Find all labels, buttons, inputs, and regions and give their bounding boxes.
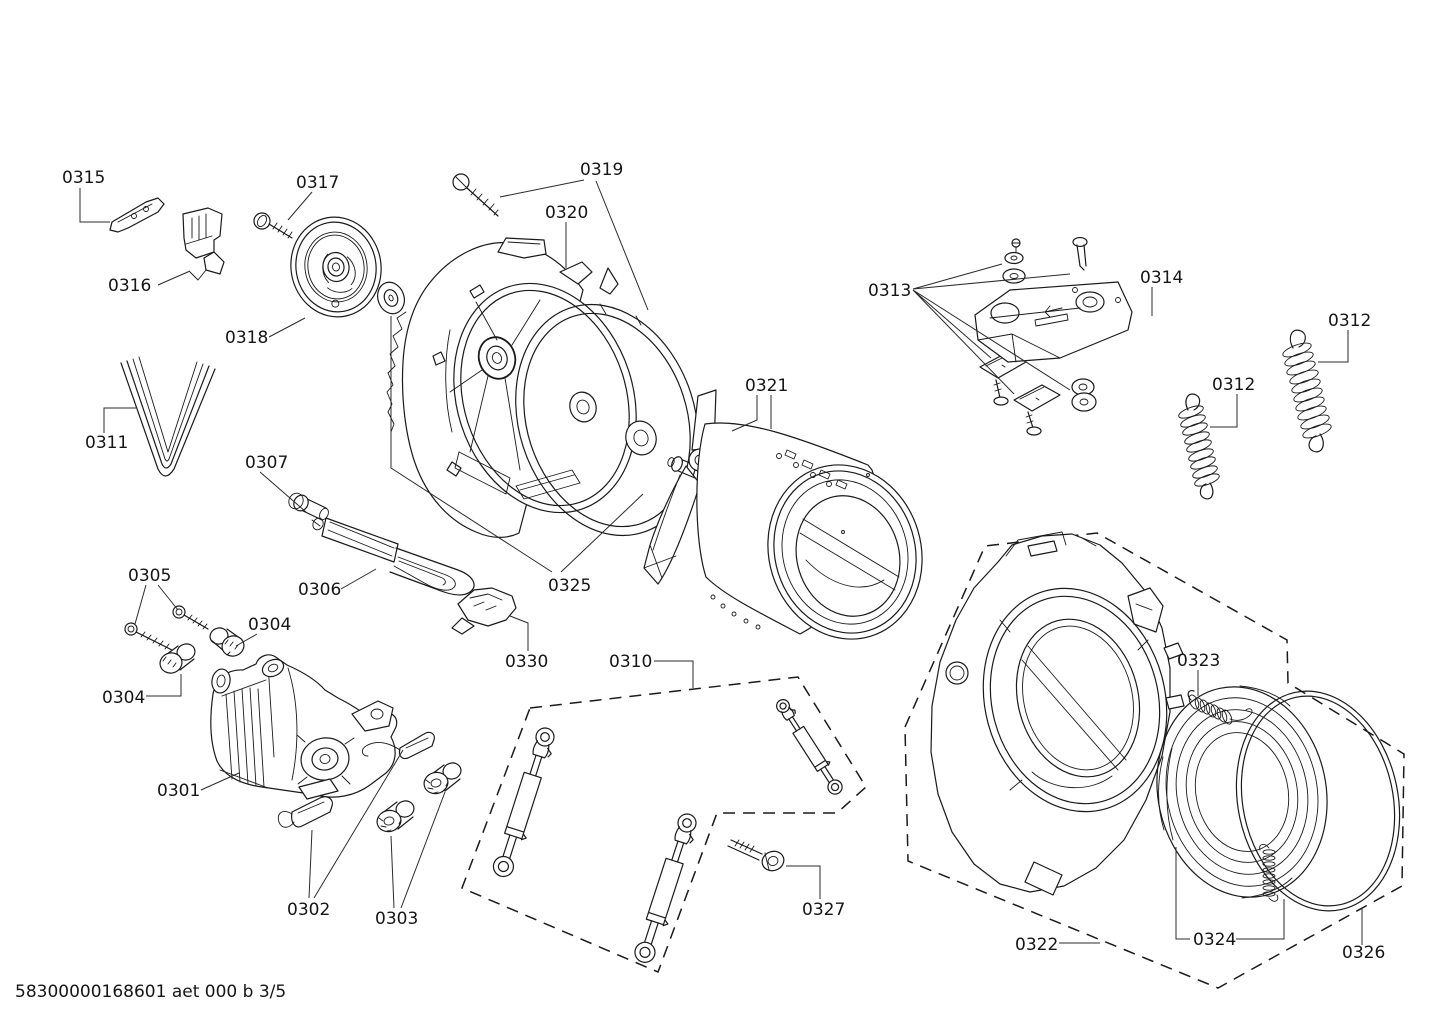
part-label-0324: 0324 xyxy=(1193,930,1236,950)
shock-absorber-right xyxy=(773,695,847,798)
bearing-seal-ring xyxy=(377,281,405,315)
part-0305-screws xyxy=(124,605,209,651)
leader-0306 xyxy=(340,568,377,590)
shock-absorber-left xyxy=(490,724,561,881)
drum-perforations xyxy=(710,449,870,630)
leader-0303 xyxy=(390,791,446,909)
leader-0313 xyxy=(912,263,1071,395)
group-0310-outline xyxy=(461,676,867,973)
part-0307-pin xyxy=(288,492,329,521)
leader-0324 xyxy=(1175,847,1285,940)
part-label-0307: 0307 xyxy=(245,453,288,473)
part-label-0301: 0301 xyxy=(157,781,200,801)
part-0324-door-gasket xyxy=(1156,685,1328,902)
leader-0317 xyxy=(287,191,313,221)
leader-0316 xyxy=(157,270,191,286)
part-label-0313: 0313 xyxy=(868,281,911,301)
leader-0311 xyxy=(103,407,136,433)
leader-0312-right xyxy=(1318,330,1349,363)
part-label-0321: 0321 xyxy=(745,376,788,396)
document-code: 58300000168601 aet 000 b 3/5 xyxy=(15,982,286,1002)
leader-lines xyxy=(79,179,1363,945)
part-0302-connectors xyxy=(277,731,435,828)
part-label-0305: 0305 xyxy=(128,566,171,586)
leader-0327 xyxy=(786,865,821,899)
part-label-0310: 0310 xyxy=(609,652,652,672)
part-label-0319: 0319 xyxy=(580,160,623,180)
part-0316-latch xyxy=(182,207,225,281)
part-label-0306: 0306 xyxy=(298,580,341,600)
part-0323-spring xyxy=(1187,690,1253,725)
part-0312-spring-right xyxy=(1282,329,1332,453)
leader-0305 xyxy=(134,584,179,625)
part-0312-spring-left xyxy=(1178,393,1220,500)
part-0315-mount-bracket xyxy=(109,197,165,233)
leader-0325 xyxy=(390,316,644,573)
part-number-labels: 0315 0317 0316 0318 0319 0320 0311 0307 … xyxy=(62,160,1385,963)
part-0311-drive-belt xyxy=(120,356,216,477)
part-label-0311: 0311 xyxy=(85,433,128,453)
part-label-0317: 0317 xyxy=(296,173,339,193)
part-label-0330: 0330 xyxy=(505,652,548,672)
leader-0307 xyxy=(259,471,307,513)
part-label-0315: 0315 xyxy=(62,168,105,188)
part-0301-motor xyxy=(210,654,398,800)
gasket-retaining-spring xyxy=(1259,843,1279,902)
part-label-0314: 0314 xyxy=(1140,268,1183,288)
leader-0318 xyxy=(268,317,306,338)
part-label-0302: 0302 xyxy=(287,900,330,920)
leader-0301 xyxy=(200,772,240,791)
part-label-0323: 0323 xyxy=(1177,651,1220,671)
part-label-0304-lower: 0304 xyxy=(102,688,145,708)
part-0304-bushings xyxy=(159,627,245,674)
part-label-0320: 0320 xyxy=(545,203,588,223)
part-0327-bolt xyxy=(727,839,785,872)
part-label-0322: 0322 xyxy=(1015,935,1058,955)
part-label-0312-left: 0312 xyxy=(1212,375,1255,395)
leader-0302 xyxy=(308,749,404,899)
part-label-0303: 0303 xyxy=(375,909,418,929)
part-0317-screw xyxy=(253,212,293,239)
part-label-0325: 0325 xyxy=(548,576,591,596)
leader-0310 xyxy=(654,660,694,688)
leader-0304-lower xyxy=(146,674,182,697)
group-0322-front-tub xyxy=(904,531,1405,989)
tub-gasket-ring xyxy=(515,303,699,537)
part-0319-screw xyxy=(452,173,499,217)
shock-absorber-middle xyxy=(631,810,703,967)
part-0320-outer-tub-rear xyxy=(386,237,699,538)
leader-0330 xyxy=(509,615,529,651)
part-0318-pulley xyxy=(290,216,382,318)
part-label-0304-upper: 0304 xyxy=(248,615,291,635)
leader-0315 xyxy=(79,188,110,223)
part-0314-plate xyxy=(974,281,1133,363)
part-0306-heating-element xyxy=(311,517,475,596)
part-0330-sensor-bracket xyxy=(451,587,517,635)
part-label-0327: 0327 xyxy=(802,900,845,920)
part-label-0316: 0316 xyxy=(108,276,151,296)
leader-0304-upper xyxy=(235,633,258,647)
part-label-0318: 0318 xyxy=(225,328,268,348)
group-0310-shock-absorbers xyxy=(461,676,867,973)
part-label-0326: 0326 xyxy=(1342,943,1385,963)
part-0326-seal-ring xyxy=(1235,690,1401,912)
part-label-0312-right: 0312 xyxy=(1328,311,1371,331)
leader-0312-left xyxy=(1210,394,1238,428)
leader-0321 xyxy=(731,395,772,432)
part-0303-couplings xyxy=(376,762,462,833)
leader-0319 xyxy=(499,179,649,311)
part-0321-drum-and-spider xyxy=(643,389,923,640)
